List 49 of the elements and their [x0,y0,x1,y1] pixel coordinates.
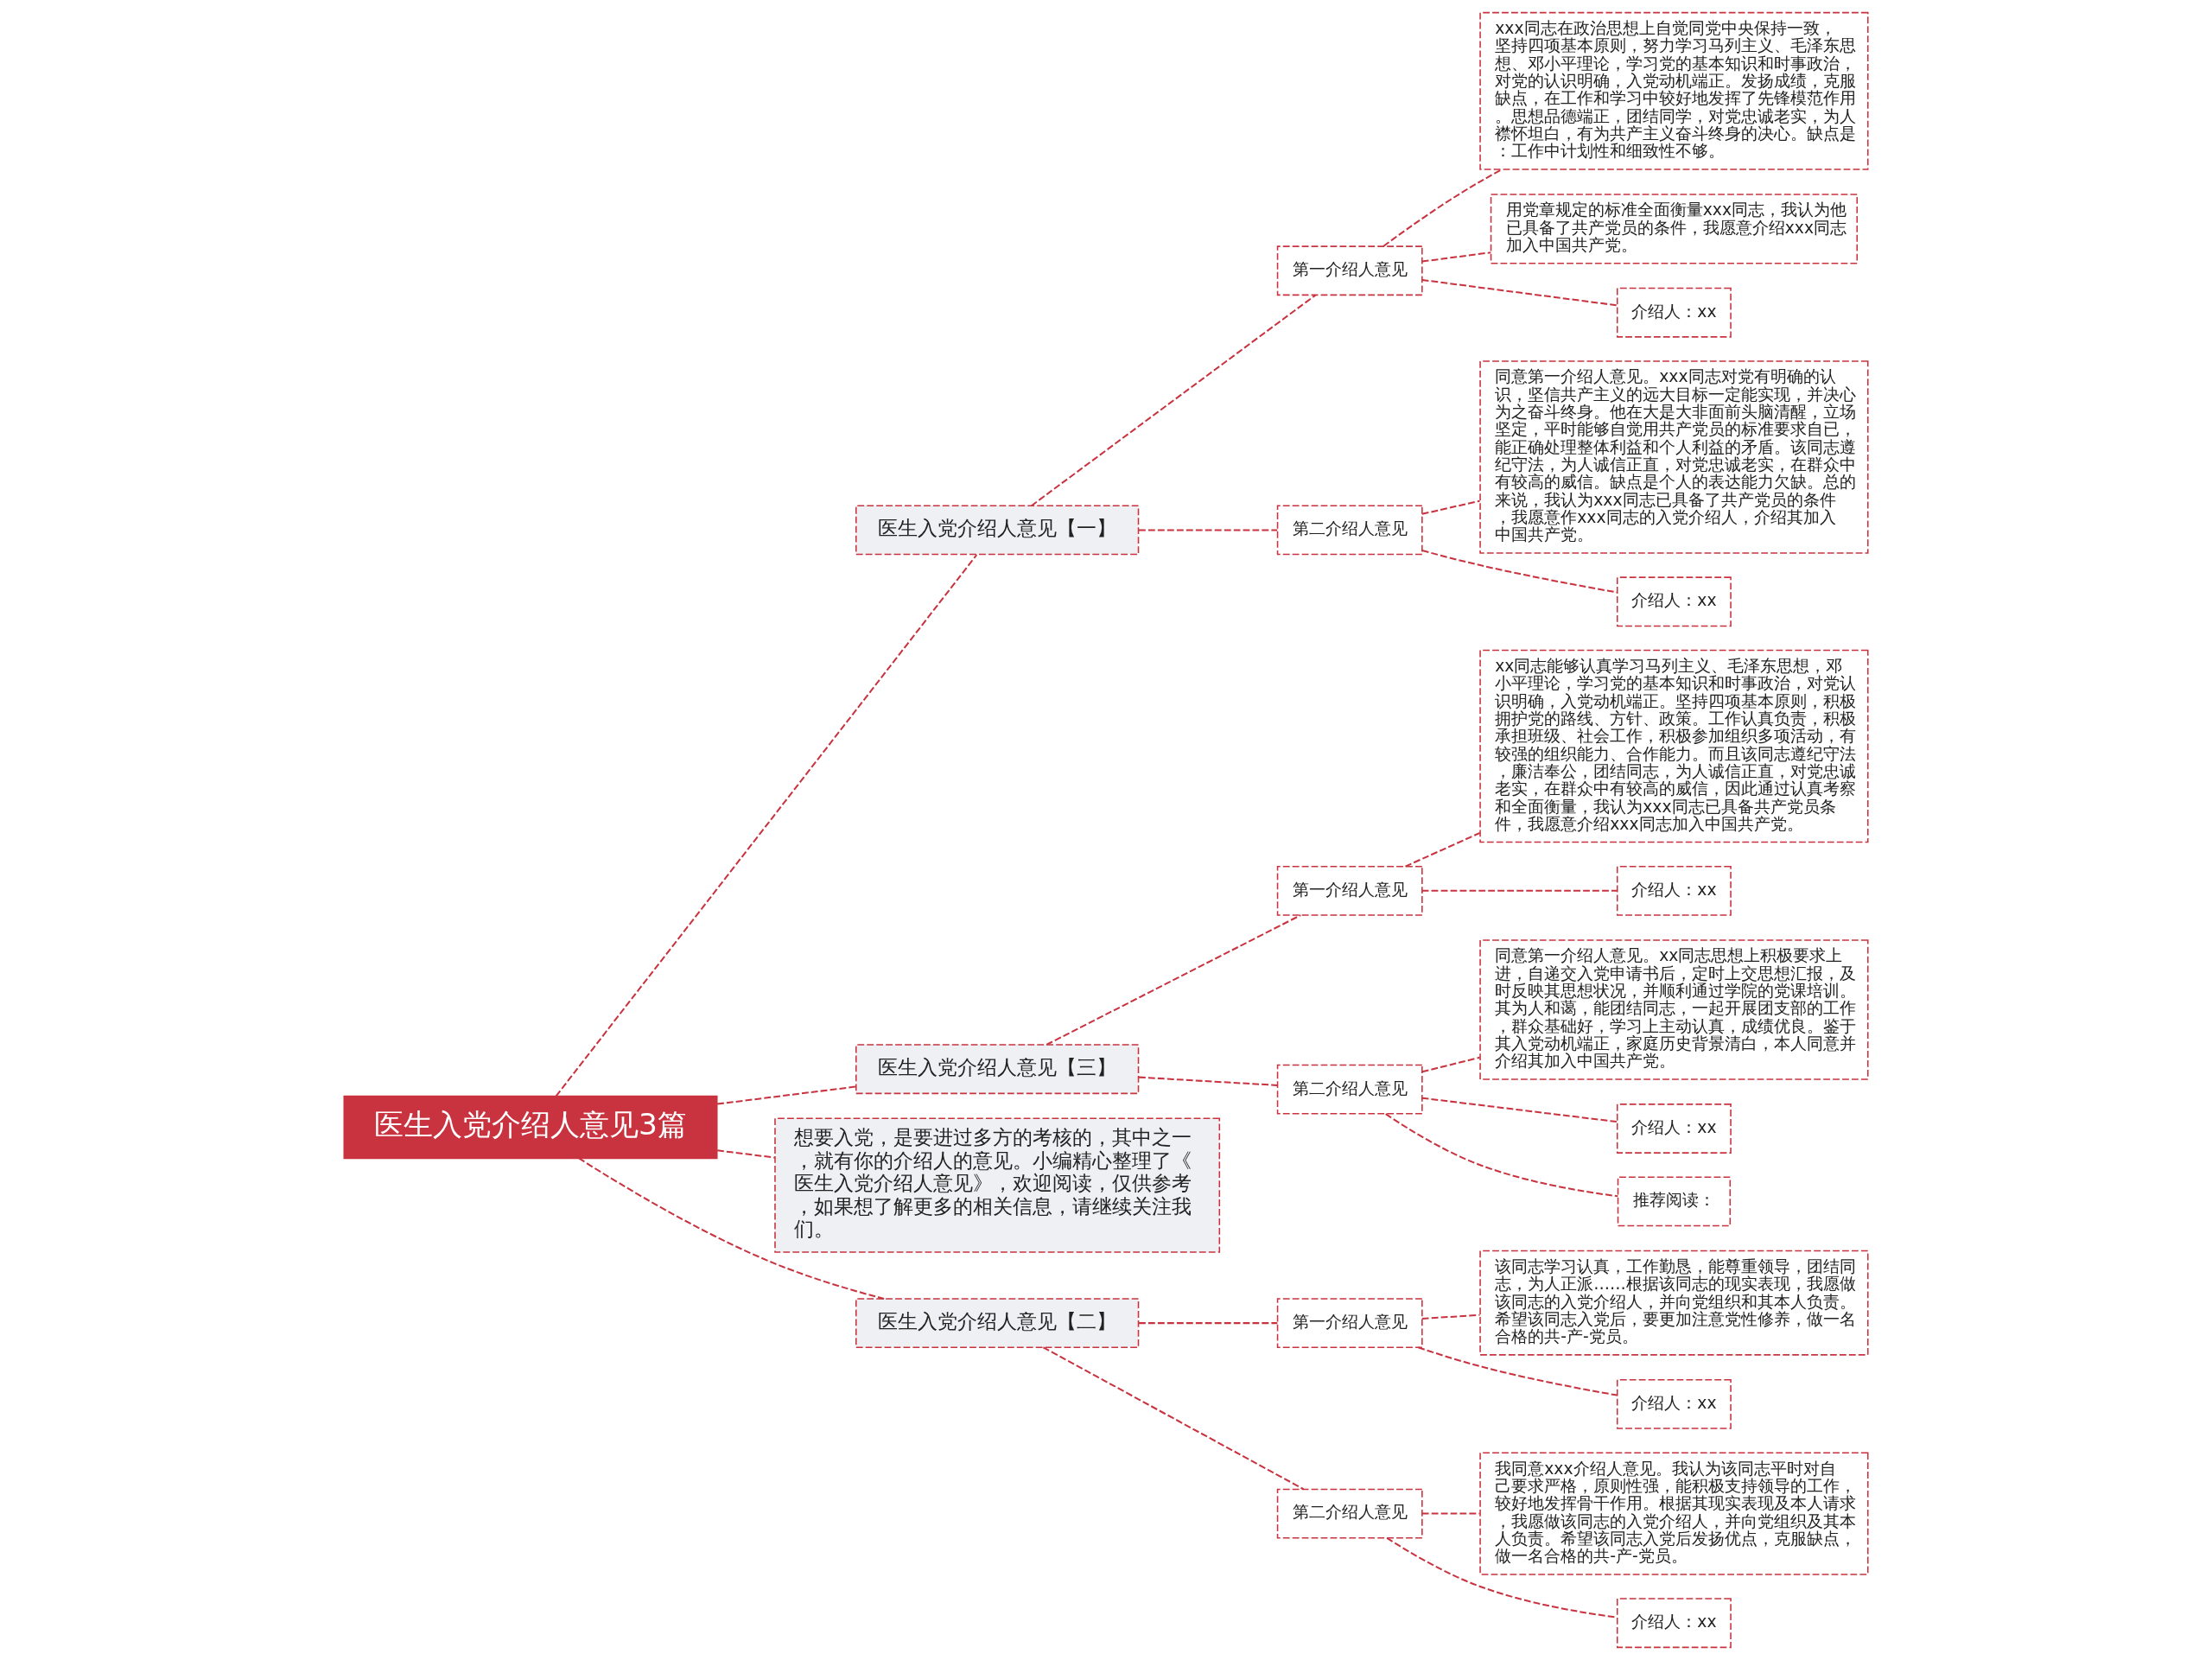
node-box: 想要入党，是要进过多方的考核的，其中之一，就有你的介绍人的意见。小编精心整理了《医生入党介绍人意见》，欢迎阅读，仅供参考，如果想了解更多的相关信息，请继续关注我们。 [774,1117,1221,1253]
node-box: 第一介绍人意见 [1276,245,1423,296]
connector [1382,169,1503,247]
node-box: 介绍人：xx [1616,1379,1732,1429]
node-box: 第二介绍人意见 [1276,1064,1423,1115]
node-box: 介绍人：xx [1616,287,1732,338]
node-box: 用党章规定的标准全面衡量xxx同志，我认为他已具备了共产党员的条件，我愿意介绍xxx同志加入中国共产党。 [1490,194,1858,264]
connector [1139,529,1278,531]
connector [578,1157,885,1300]
connector [1031,294,1316,506]
node-box: 同意第一介绍人意见。xx同志思想上积极要求上进，自递交入党申请书后，定时上交思想汇报，及时反映其思想状况，并顺利通过学院的党课培训。其为人和蔼，能团结同志，一起开展团支部的工作，群众基础好，学习上主动认真，成绩优良。鉴于其入党动机端正，家庭历史背景清白，本人同意并介绍其加入中国共产党。 [1479,939,1869,1080]
node-box: 介绍人：xx [1616,1598,1732,1649]
connector [1405,831,1481,868]
connector [1421,1056,1480,1073]
node-box: 医生入党介绍人意见3篇 [343,1095,718,1160]
connector [1421,550,1618,594]
node-box: 第一介绍人意见 [1276,1298,1423,1349]
connector [717,1149,775,1159]
node-box: xxx同志在政治思想上自觉同党中央保持一致，坚持四项基本原则，努力学习马列主义、毛泽东思想、邓小平理论，学习党的基本知识和时事政治，对党的认识明确，入党动机端正。发扬成绩，克服缺点，在工作和学习中较好地发挥了先锋模范作用。思想品德端正，团结同学，对党忠诚老实，为人襟怀坦白，有为共产主义奋斗终身的决心。缺点是：工作中计划性和细致性不够。 [1479,11,1869,170]
connector [1421,1097,1618,1123]
connector [1386,1537,1618,1619]
node-box: 我同意xxx介绍人意见。我认为该同志平时对自己要求严格，原则性强，能积极支持领导的工作，较好地发挥骨干作用。根据其现实表现及本人请求，我愿做该同志的入党介绍人，并向党组织及其本人负责。希望该同志入党后发扬优点，克服缺点，做一名合格的共-产-党员。 [1479,1452,1869,1575]
node-box: 介绍人：xx [1616,865,1732,916]
node-box: xx同志能够认真学习马列主义、毛泽东思想，邓小平理论，学习党的基本知识和时事政治，对党认识明确，入党动机端正。坚持四项基本原则，积极拥护党的路线、方针、政策。工作认真负责，积极承担班级、社会工作，积极参加组织多项活动，有较强的组织能力、合作能力。而且该同志遵纪守法，廉洁奉公，团结同志，为人诚信正直，对党忠诚老实，在群众中有较高的威信，因此通过认真考察和全面衡量，我认为xxx同志已具备共产党员条件，我愿意介绍xxx同志加入中国共产党。 [1479,649,1869,843]
connector [1139,1076,1278,1086]
connector [1421,1512,1480,1515]
node-box: 推荐阅读： [1617,1176,1732,1227]
connector [1421,889,1618,892]
connector [1421,251,1491,263]
connector [1042,1346,1305,1491]
node-box: 医生入党介绍人意见【一】 [855,505,1140,556]
node-box: 介绍人：xx [1616,576,1732,627]
node-box: 第二介绍人意见 [1276,1488,1423,1539]
node-box: 该同志学习认真，工作勤恳，能尊重领导，团结同志，为人正派……根据该同志的现实表现，我愿做该同志的入党介绍人，并向党组织和其本人负责。希望该同志入党后，要更加注意党性修养，做一名合格的共-产-党员。 [1479,1250,1869,1356]
connector [1046,914,1301,1046]
connector [555,554,978,1097]
node-box: 医生入党介绍人意见【三】 [855,1044,1140,1095]
node-box: 介绍人：xx [1616,1103,1732,1154]
connector [717,1085,856,1105]
connector [1385,1113,1618,1198]
node-box: 第一介绍人意见 [1276,865,1423,916]
connector [1421,1313,1480,1320]
connector [1139,1322,1278,1325]
node-box: 同意第一介绍人意见。xxx同志对党有明确的认识，坚信共产主义的远大目标一定能实现，并决心为之奋斗终身。他在大是大非面前头脑清醒，立场坚定，平时能够自觉用共产党员的标准要求自已，能正确处理整体利益和个人利益的矛盾。该同志遵纪守法，为人诚信正直，对党忠诚老实，在群众中有较高的威信。缺点是个人的表达能力欠缺。总的来说，我认为xxx同志已具备了共产党员的条件，我愿意作xxx同志的入党介绍人，介绍其加入中国共产党。 [1479,360,1869,554]
connector [1418,1346,1618,1396]
connector [1421,499,1480,515]
connector [1421,278,1618,307]
node-box: 医生入党介绍人意见【二】 [855,1298,1140,1349]
node-box: 第二介绍人意见 [1276,505,1423,556]
